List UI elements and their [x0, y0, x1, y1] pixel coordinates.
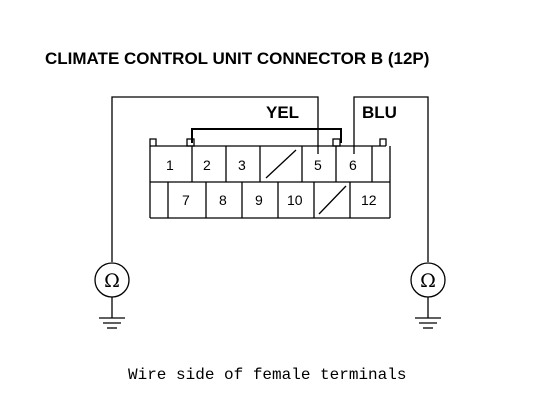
- ground-icon: [415, 297, 441, 329]
- pin-10: 10: [287, 192, 303, 208]
- wire-label-blu: BLU: [362, 103, 397, 122]
- pin-6: 6: [349, 157, 357, 173]
- connector-housing: [149, 128, 391, 219]
- right-probe-wire: [353, 96, 429, 262]
- pin-3: 3: [238, 157, 246, 173]
- left-probe-wire: [111, 96, 319, 262]
- left-ohm-symbol: Ω: [104, 270, 120, 292]
- pin-5: 5: [314, 157, 322, 173]
- unused-terminal-11: [318, 185, 347, 215]
- right-ohm-symbol: Ω: [420, 270, 436, 292]
- pin-7: 7: [182, 192, 190, 208]
- caption: Wire side of female terminals: [128, 366, 406, 384]
- pin-2: 2: [203, 157, 211, 173]
- pin-1: 1: [166, 157, 174, 173]
- ground-icon: [99, 297, 125, 329]
- ohmmeter-icon: Ω: [94, 262, 130, 298]
- pin-12: 12: [361, 192, 377, 208]
- ohmmeter-icon: Ω: [410, 262, 446, 298]
- pin-8: 8: [219, 192, 227, 208]
- diagram-title: CLIMATE CONTROL UNIT CONNECTOR B (12P): [45, 49, 429, 68]
- wire-label-yel: YEL: [266, 103, 299, 122]
- pin-9: 9: [255, 192, 263, 208]
- unused-terminal-4: [265, 149, 297, 179]
